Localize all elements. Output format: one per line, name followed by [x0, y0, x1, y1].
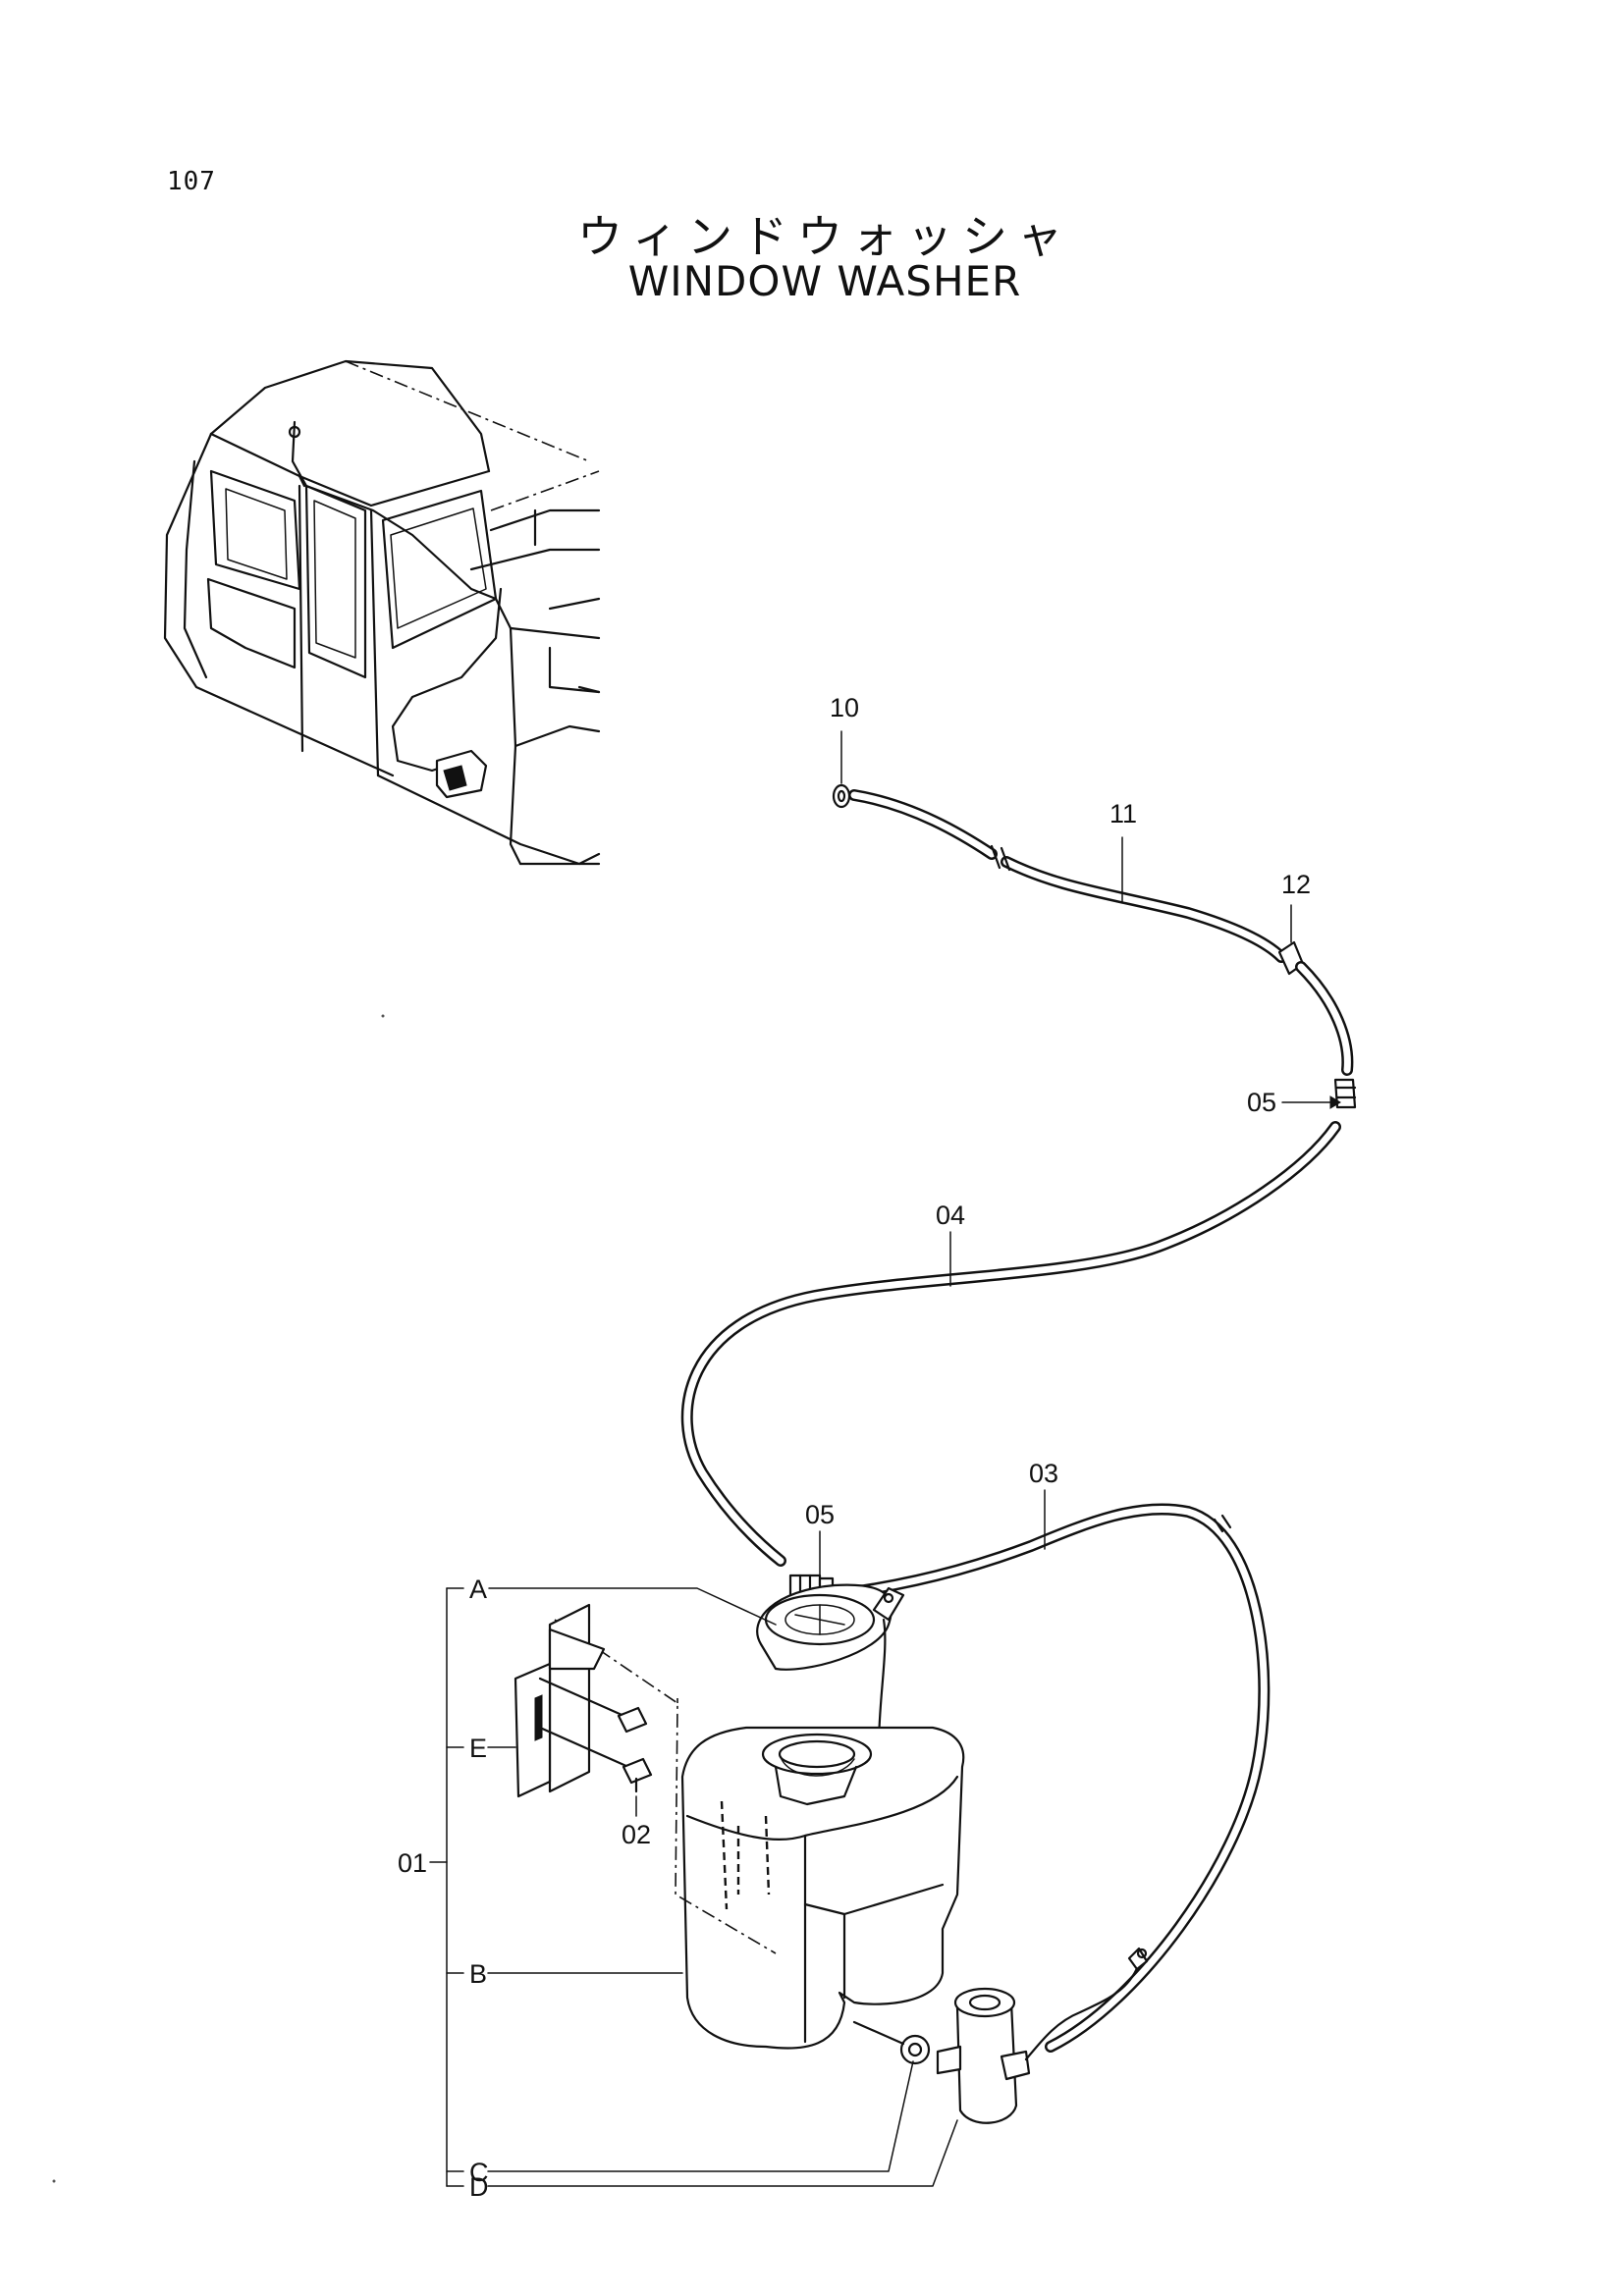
title-japanese: ウィンドウォッシャ: [577, 210, 1072, 263]
callout-11: 11: [1109, 799, 1137, 828]
callout-E: E: [469, 1734, 487, 1763]
callout-05-lower: 05: [805, 1500, 835, 1529]
callout-D: D: [469, 2172, 489, 2202]
hose-assembly: [680, 783, 1357, 2053]
callout-B: B: [469, 1959, 487, 1989]
washer-tank-assembly: [514, 1583, 1149, 2124]
callout-01: 01: [398, 1848, 427, 1878]
callout-05-upper: 05: [1247, 1088, 1276, 1117]
scan-speck: [52, 2179, 56, 2183]
scan-speck: [381, 1014, 385, 1018]
callout-labels: 10 11 12 05 04 03 05 A E 02 01 B C D: [398, 693, 1311, 2202]
bolt-part-02: [622, 1757, 653, 1785]
page-number: 107: [167, 167, 216, 196]
callout-10: 10: [830, 693, 859, 722]
callout-03: 03: [1029, 1459, 1058, 1488]
callout-04: 04: [936, 1201, 965, 1230]
callout-C: C: [469, 2158, 489, 2187]
callout-12: 12: [1281, 870, 1311, 899]
nozzle-cap-part-10: [832, 783, 851, 809]
excavator-cab-illustration: [163, 359, 601, 866]
grommet-part-C: [899, 2034, 931, 2065]
title-english: WINDOW WASHER: [627, 257, 1022, 305]
callout-A: A: [469, 1575, 487, 1604]
tank-body-part-B: [680, 1726, 965, 2050]
callout-02: 02: [622, 1820, 651, 1849]
callout-leaders: [429, 730, 1341, 2187]
